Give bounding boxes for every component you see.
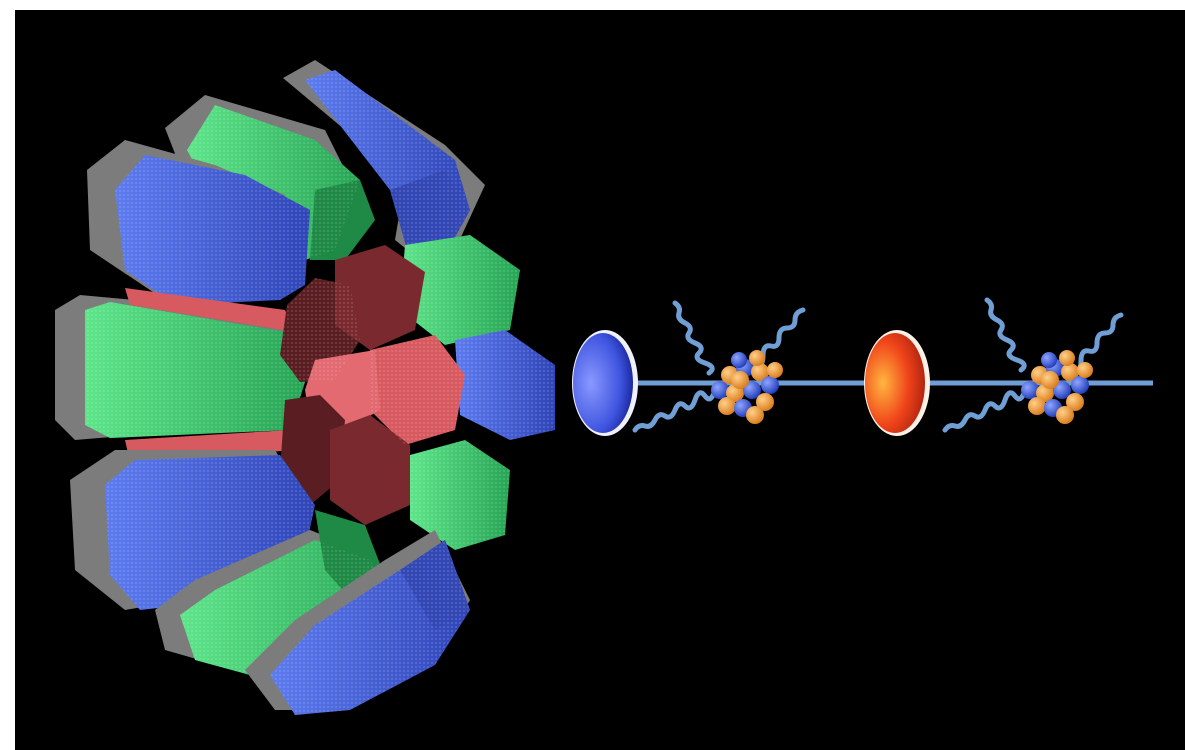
excited-nucleus	[1021, 350, 1093, 424]
gamma-ray-wavy-lines	[942, 297, 1124, 433]
detector-crystal-green	[55, 295, 305, 440]
detector-crystal-blue	[455, 330, 555, 440]
figure-canvas	[15, 10, 1185, 750]
excited-nucleus	[711, 350, 783, 424]
detector-crystal-blue	[87, 140, 310, 305]
detector-crystal-blue	[245, 530, 470, 715]
red-projectile-ellipse	[864, 330, 930, 436]
illustration	[55, 60, 1153, 715]
detector-crystal-green	[400, 235, 520, 345]
blue-projectile-ellipse	[572, 330, 638, 436]
detector-crystal-green	[410, 440, 510, 550]
detector-crystal-blue	[283, 60, 485, 260]
detector-crystal-red	[280, 245, 465, 525]
germanium-detector-array	[55, 60, 555, 715]
